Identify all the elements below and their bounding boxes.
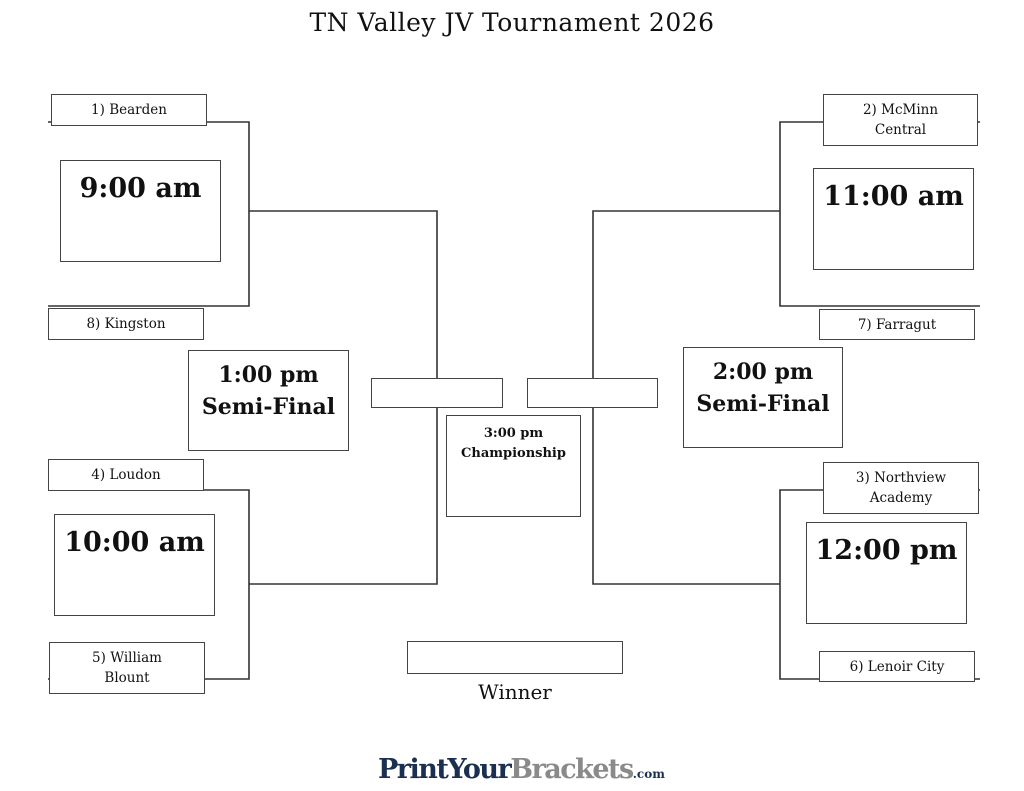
game-box-4: 12:00 pm <box>806 522 967 624</box>
semi-right-time: 2:00 pm <box>712 359 814 385</box>
page-title: TN Valley JV Tournament 2026 <box>309 8 715 37</box>
team-slot-farragut[interactable]: 7) Farragut <box>819 309 975 340</box>
game-box-3: 11:00 am <box>813 168 974 270</box>
team-slot-kingston[interactable]: 8) Kingston <box>48 308 204 340</box>
game-box-1: 9:00 am <box>60 160 221 262</box>
finalist-slot-left[interactable] <box>371 378 503 408</box>
semi-left-label: Semi-Final <box>201 394 336 420</box>
team-name-line2: Academy <box>869 490 933 506</box>
team-name-line2: Blount <box>104 670 150 686</box>
winner-label: Winner <box>478 680 552 704</box>
championship-box: 3:00 pm Championship <box>446 415 581 517</box>
logo-part2: Brackets <box>510 754 634 785</box>
team-name-line1: 2) McMinn <box>862 102 939 118</box>
finalist-slot-right[interactable] <box>527 378 658 408</box>
logo-part3: .com <box>632 767 665 781</box>
semi-final-right: 2:00 pm Semi-Final <box>683 347 843 448</box>
semi-right-label: Semi-Final <box>696 391 830 417</box>
championship-label: Championship <box>461 446 566 461</box>
winner-slot[interactable] <box>407 641 623 674</box>
team-slot-loudon[interactable]: 4) Loudon <box>48 459 204 491</box>
team-name-line1: 5) William <box>92 650 162 666</box>
game-box-2: 10:00 am <box>54 514 215 616</box>
team-slot-lenoir-city[interactable]: 6) Lenoir City <box>819 651 975 682</box>
team-name-line1: 3) Northview <box>855 470 947 486</box>
team-name-line2: Central <box>874 122 927 138</box>
printyourbrackets-logo: PrintYourBrackets.com <box>378 754 665 785</box>
semi-final-left: 1:00 pm Semi-Final <box>188 350 349 451</box>
championship-time: 3:00 pm <box>483 426 544 441</box>
logo-part1: PrintYour <box>378 754 512 785</box>
semi-left-time: 1:00 pm <box>218 362 319 388</box>
team-slot-bearden[interactable]: 1) Bearden <box>51 94 207 126</box>
